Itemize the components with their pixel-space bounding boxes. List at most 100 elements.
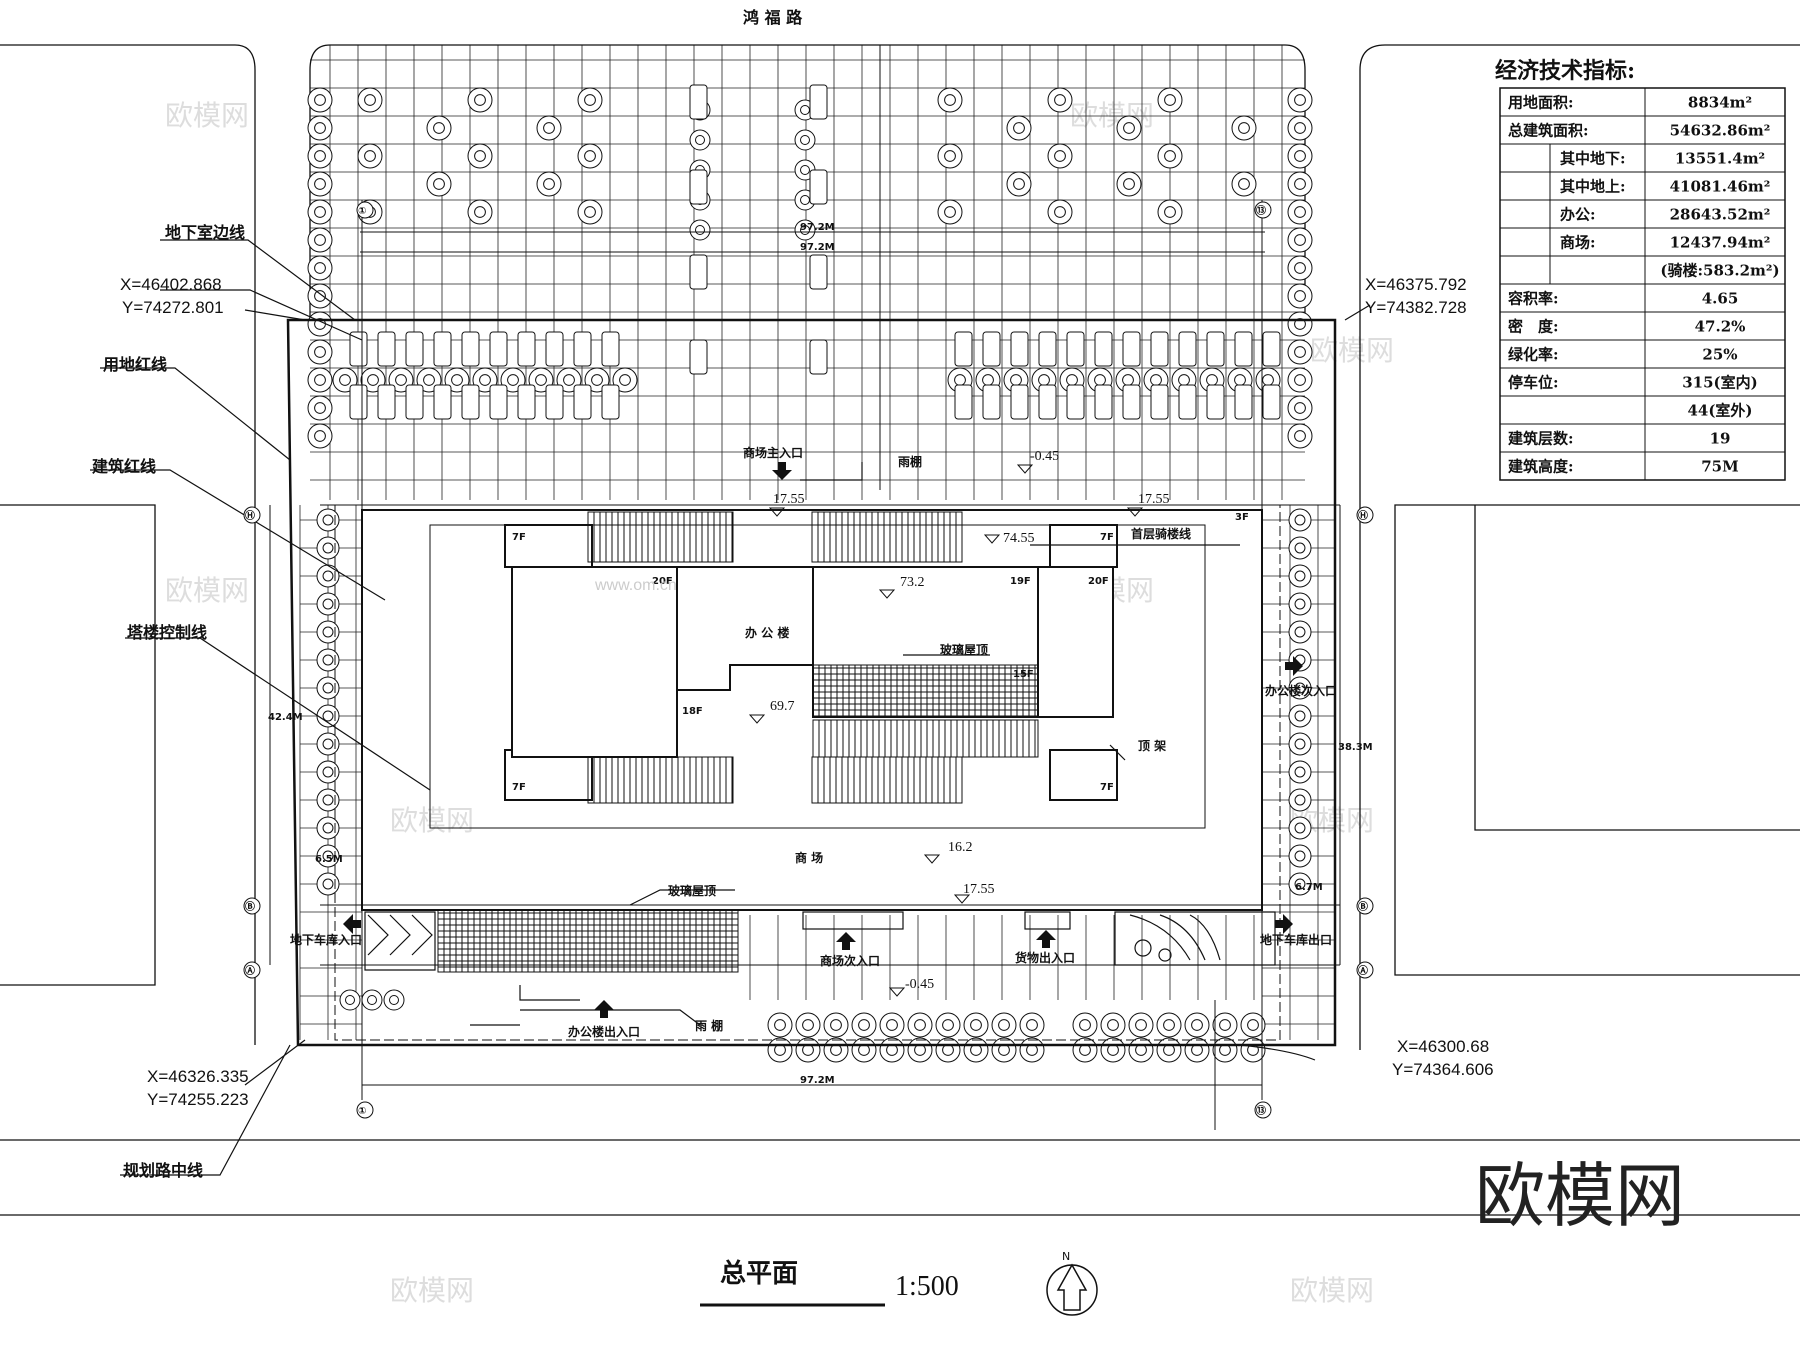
coord-br-x: X=46300.68 bbox=[1397, 1037, 1489, 1056]
elev-mall-roof: 16.2 bbox=[948, 840, 973, 855]
parking-stalls bbox=[349, 84, 1281, 420]
parking-stall bbox=[689, 169, 708, 205]
coord-bl-y: Y=74255.223 bbox=[147, 1090, 249, 1109]
parking-stall bbox=[545, 331, 564, 367]
floor-labels: 7F 7F 7F 7F 20F 20F 19F 18F 3F 15F bbox=[512, 512, 1249, 793]
label-tower-control-line: 塔楼控制线 bbox=[127, 623, 207, 642]
floor-18f: 18F bbox=[682, 706, 703, 717]
watermark-text: 欧模网 bbox=[1310, 334, 1394, 367]
dim-top-2: 97.2M bbox=[800, 242, 835, 253]
label-mall: 商 场 bbox=[795, 850, 823, 865]
glass-roof-hatching bbox=[437, 511, 1039, 973]
floor-7f-tl: 7F bbox=[512, 532, 526, 543]
axis-a-left: Ⓐ bbox=[245, 964, 255, 977]
towers bbox=[504, 524, 1118, 801]
coord-bl-x: X=46326.335 bbox=[147, 1067, 249, 1086]
parking-stall bbox=[573, 331, 592, 367]
drawing-scale: 1:500 bbox=[895, 1271, 959, 1302]
indicator-table: 经济技术指标: 用地面积:8834m²总建筑面积:54632.86m²其中地下:… bbox=[1495, 58, 1786, 481]
land-red-line bbox=[286, 318, 1337, 1047]
parking-stall bbox=[405, 384, 424, 420]
parking-stall bbox=[954, 331, 973, 367]
coord-tl-y: Y=74272.801 bbox=[122, 298, 224, 317]
parking-stall bbox=[489, 384, 508, 420]
indicator-label: 建筑高度: bbox=[1508, 458, 1574, 476]
indicator-label: 建筑层数: bbox=[1508, 430, 1574, 448]
axis-b-left: Ⓑ bbox=[245, 900, 255, 913]
coord-br-y: Y=74364.606 bbox=[1392, 1060, 1494, 1079]
watermark-text: 欧模网 bbox=[165, 574, 249, 607]
parking-stall bbox=[1262, 331, 1281, 367]
elevation-markers bbox=[748, 464, 1144, 997]
indicator-value: 25% bbox=[1702, 346, 1737, 364]
floor-3f: 3F bbox=[1235, 512, 1249, 523]
table-title: 经济技术指标: bbox=[1495, 58, 1635, 84]
label-cargo-entrance: 货物出入口 bbox=[1015, 950, 1075, 965]
parking-stall bbox=[1010, 384, 1029, 420]
office-exit-arrow bbox=[594, 1000, 614, 1018]
parking-stall bbox=[1010, 331, 1029, 367]
label-land-red-line: 用地红线 bbox=[103, 355, 167, 374]
mall-secondary-entrance-arrow bbox=[836, 932, 856, 950]
parking-stall bbox=[1178, 331, 1197, 367]
axis-h-left: Ⓗ bbox=[245, 509, 255, 522]
axis-13-bottom: ⑬ bbox=[1256, 1104, 1266, 1117]
axis-b-right: Ⓑ bbox=[1358, 900, 1368, 913]
label-planned-road-center: 规划路中线 bbox=[123, 1161, 203, 1180]
parking-stall bbox=[601, 384, 620, 420]
dim-right: 38.3M bbox=[1338, 742, 1373, 753]
parking-stall bbox=[517, 384, 536, 420]
axis-1-bottom: ① bbox=[358, 1106, 366, 1117]
axis-h-right: Ⓗ bbox=[1358, 509, 1368, 522]
dimension-values: 97.2M 97.2M 97.2M 42.4M 38.3M 6.5M 6.7M bbox=[268, 222, 1373, 1086]
parking-stall bbox=[982, 384, 1001, 420]
indicator-value: 4.65 bbox=[1702, 290, 1739, 308]
parking-stall bbox=[1066, 384, 1085, 420]
parking-stall bbox=[809, 169, 828, 205]
floor-20f-left: 20F bbox=[652, 576, 673, 587]
parking-stall bbox=[1122, 384, 1141, 420]
elev-entrance-top: 17.55 bbox=[773, 492, 805, 507]
label-canopy-top: 雨棚 bbox=[898, 454, 922, 469]
floor-7f-tr: 7F bbox=[1100, 532, 1114, 543]
parking-stall bbox=[1150, 384, 1169, 420]
dim-left: 42.4M bbox=[268, 712, 303, 723]
parking-stall bbox=[461, 384, 480, 420]
indicator-value: 41081.46m² bbox=[1670, 178, 1771, 196]
floor-20f-right: 20F bbox=[1088, 576, 1109, 587]
site-boundaries bbox=[286, 318, 1337, 1047]
parking-stall bbox=[433, 331, 452, 367]
office-tower-right bbox=[812, 566, 1039, 718]
label-arcade-line: 首层骑楼线 bbox=[1131, 526, 1191, 541]
floor-15f: 15F bbox=[1013, 669, 1034, 680]
indicator-value: (骑楼:583.2m²) bbox=[1660, 262, 1779, 280]
cargo-entrance-arrow bbox=[1036, 930, 1056, 948]
coord-tl-x: X=46402.868 bbox=[120, 275, 222, 294]
floor-19f: 19F bbox=[1010, 576, 1031, 587]
dim-left-small: 6.5M bbox=[315, 854, 343, 865]
mall-main-entrance-arrow bbox=[772, 462, 792, 480]
watermark-text: 欧模网 bbox=[1290, 1274, 1374, 1307]
coord-tr-x: X=46375.792 bbox=[1365, 275, 1467, 294]
road-name-top: 鸿 福 路 bbox=[743, 8, 803, 27]
axis-a-right: Ⓐ bbox=[1358, 964, 1368, 977]
axis-bubbles bbox=[243, 201, 1374, 1119]
label-basement-line: 地下室边线 bbox=[165, 223, 245, 242]
parking-stall bbox=[1206, 331, 1225, 367]
parking-stall bbox=[517, 331, 536, 367]
label-top-frame: 顶 架 bbox=[1138, 738, 1166, 753]
parking-stall bbox=[433, 384, 452, 420]
parking-stall bbox=[809, 84, 828, 120]
axis-13-top: ⑬ bbox=[1256, 204, 1266, 217]
dimension-lines bbox=[269, 45, 1341, 1130]
parking-stall bbox=[1038, 331, 1057, 367]
indicator-label: 容积率: bbox=[1507, 290, 1559, 308]
elev-plaza-bottom: -0.45 bbox=[905, 977, 934, 992]
indicator-value: 47.2% bbox=[1695, 318, 1746, 336]
parking-stall bbox=[1094, 384, 1113, 420]
north-label: N bbox=[1062, 1250, 1070, 1263]
parking-stall bbox=[1094, 331, 1113, 367]
label-mall-main-entrance: 商场主入口 bbox=[743, 445, 803, 460]
entrance-arrows bbox=[343, 462, 1303, 1018]
north-arrow-icon: N bbox=[1046, 1250, 1098, 1316]
